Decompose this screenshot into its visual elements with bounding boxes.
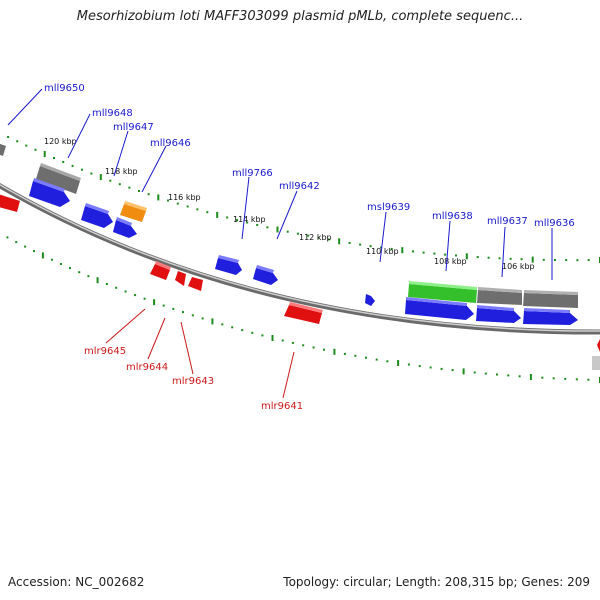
- gene-blue-3[interactable]: [113, 217, 137, 238]
- label-msl9639[interactable]: msl9639: [367, 202, 410, 213]
- gene-blue-long-2[interactable]: [476, 305, 521, 323]
- kbp-label-108: 108 kbp: [434, 257, 467, 266]
- gene-red-left[interactable]: [0, 193, 20, 212]
- kbp-label-116: 116 kbp: [168, 193, 201, 202]
- gene-mll9648[interactable]: [36, 163, 81, 194]
- label-mlr9643[interactable]: mlr9643: [172, 376, 214, 387]
- backbone-arc: [0, 182, 600, 335]
- kbp-label-120: 120 kbp: [44, 137, 77, 146]
- kbp-label-106: 106 kbp: [502, 262, 535, 271]
- forward-scale-ticks: [7, 136, 600, 263]
- label-mll9650[interactable]: mll9650: [44, 83, 85, 94]
- label-mlr9641[interactable]: mlr9641: [261, 401, 303, 412]
- gene-mll9642[interactable]: [253, 265, 278, 285]
- kbp-label-110: 110 kbp: [366, 247, 399, 256]
- gene-mll9636-grey[interactable]: [523, 290, 578, 308]
- kbp-label-118: 118 kbp: [105, 167, 138, 176]
- gene-blue-long-1[interactable]: [405, 297, 474, 320]
- topology-summary: Topology: circular; Length: 208,315 bp; …: [283, 575, 590, 589]
- kbp-label-114: 114 kbp: [233, 215, 266, 224]
- accession-text: Accession: NC_002682: [8, 575, 145, 589]
- label-mll9636[interactable]: mll9636: [534, 218, 575, 229]
- forward-leader-lines: [7, 88, 553, 280]
- label-mll9648[interactable]: mll9648: [92, 108, 133, 119]
- gene-mll9766[interactable]: [215, 255, 242, 275]
- gene-mll9638-green[interactable]: [408, 281, 477, 303]
- label-mll9638[interactable]: mll9638: [432, 211, 473, 222]
- map-title: Mesorhizobium loti MAFF303099 plasmid pM…: [76, 9, 524, 24]
- gene-blue-long-3[interactable]: [523, 308, 578, 325]
- gene-msl9639[interactable]: [365, 294, 375, 306]
- reverse-scale-ticks: [6, 236, 600, 383]
- backbone-arc-highlight: [0, 183, 600, 332]
- label-mll9766[interactable]: mll9766: [232, 168, 273, 179]
- label-mll9646[interactable]: mll9646: [150, 138, 191, 149]
- label-mlr9645[interactable]: mlr9645: [84, 346, 126, 357]
- gene-mll9637-grey[interactable]: [477, 287, 522, 305]
- label-mll9647[interactable]: mll9647: [113, 122, 154, 133]
- reverse-leader-lines: [105, 308, 295, 399]
- label-mll9637[interactable]: mll9637: [487, 216, 528, 227]
- gene-mlr9645[interactable]: [150, 261, 171, 280]
- label-mlr9644[interactable]: mlr9644: [126, 362, 168, 373]
- gene-mlr9644[interactable]: [175, 271, 186, 286]
- label-mll9642[interactable]: mll9642: [279, 181, 320, 192]
- gene-mll9646-orange[interactable]: [120, 201, 147, 222]
- gene-grey-left-edge[interactable]: [0, 142, 6, 156]
- gene-mlr9641[interactable]: [284, 302, 323, 324]
- gene-blue-1[interactable]: [29, 178, 70, 207]
- kbp-label-112: 112 kbp: [299, 233, 332, 242]
- gene-red-right-edge[interactable]: [592, 339, 600, 370]
- gene-blue-2[interactable]: [81, 203, 113, 228]
- gene-mlr9643[interactable]: [188, 277, 203, 291]
